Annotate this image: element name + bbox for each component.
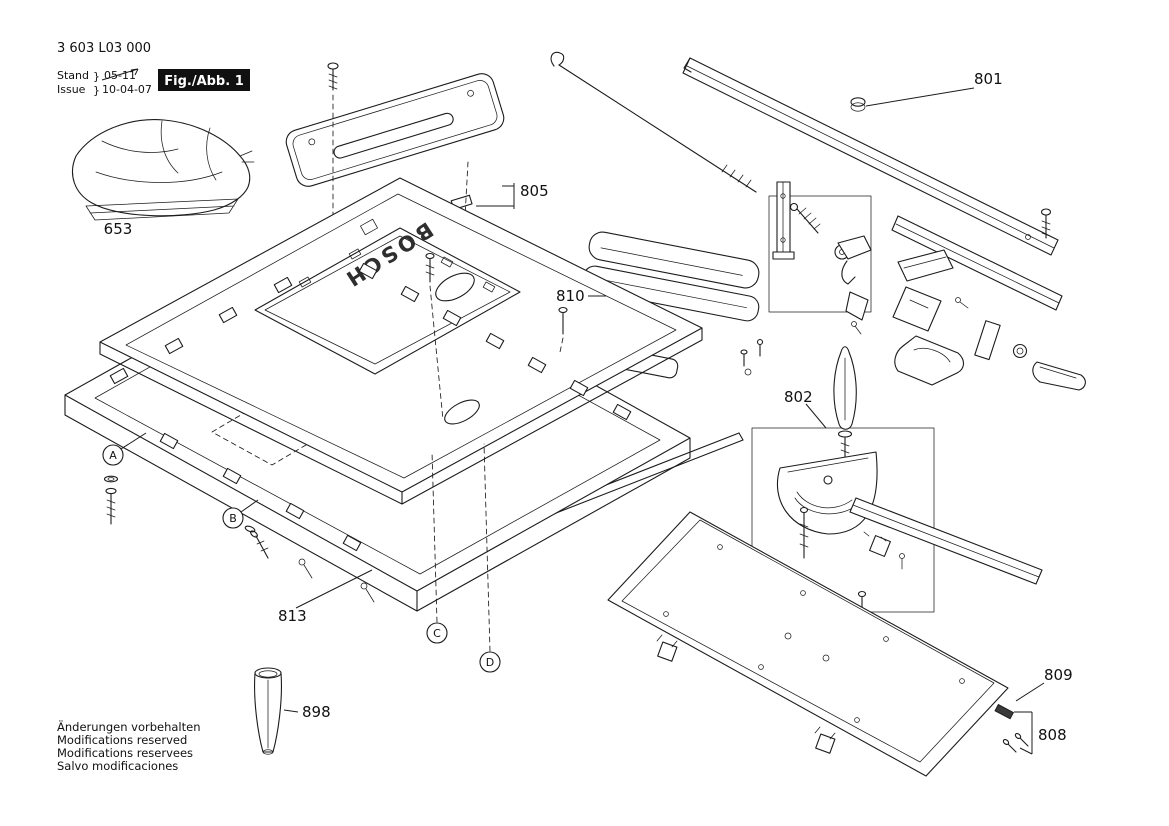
stand-label: Stand: [57, 69, 89, 82]
dust-bag: [72, 119, 255, 221]
callout-c: C: [426, 451, 448, 644]
threaded-rod: [550, 51, 757, 193]
part-label-898: 898: [302, 703, 331, 721]
part-label-808: 808: [1038, 726, 1067, 744]
callout-d-letter: D: [486, 656, 494, 669]
fence-clamp-hardware: [768, 181, 1086, 391]
issue-brace: }: [93, 84, 100, 97]
part-label-653: 653: [104, 220, 133, 238]
part-label-805: 805: [520, 182, 549, 200]
base-panel-809: [607, 511, 1009, 777]
handle-knob-898: [254, 667, 282, 755]
part-label-802: 802: [784, 388, 813, 406]
figure-label-box: [158, 69, 250, 91]
footer-line-de: Änderungen vorbehalten: [57, 719, 201, 734]
part-label-810: 810: [556, 287, 585, 305]
footer-line-es: Salvo modificaciones: [57, 759, 178, 773]
part-labels: 653 805 801 810 802 813 898 809 808: [104, 70, 1073, 744]
issue-label: Issue: [57, 83, 86, 96]
part-label-809: 809: [1044, 666, 1073, 684]
table-clip-row: [109, 262, 632, 552]
callout-b-letter: B: [229, 512, 237, 525]
figure-label: Fig./Abb. 1: [164, 74, 244, 89]
part-label-813: 813: [278, 607, 307, 625]
footer-line-fr: Modifications reservees: [57, 746, 193, 760]
part-label-801: 801: [974, 70, 1003, 88]
strikethrough-arrow: [101, 68, 139, 81]
callout-a: A: [102, 444, 124, 466]
callout-b: B: [222, 507, 244, 529]
mounting-parts-808: [994, 703, 1029, 753]
callout-c-letter: C: [433, 627, 441, 640]
title-block: 3 603 L03 000 Stand Issue } } 05-11 10-0…: [57, 41, 250, 97]
guide-rail-801: [682, 57, 1063, 311]
date-new: 10-04-07: [102, 83, 152, 96]
callout-a-letter: A: [109, 449, 117, 462]
document-number: 3 603 L03 000: [57, 41, 151, 56]
table-top-809-surface: BOSCH: [99, 177, 703, 505]
footer-notes: Änderungen vorbehalten Modifications res…: [57, 719, 201, 773]
stand-brace: }: [93, 70, 100, 83]
leader-lines: [283, 87, 1045, 755]
footer-line-en: Modifications reserved: [57, 733, 187, 747]
fastener-set-b: [240, 499, 269, 559]
callout-d: D: [479, 443, 501, 673]
fastener-set-a: [103, 432, 147, 525]
